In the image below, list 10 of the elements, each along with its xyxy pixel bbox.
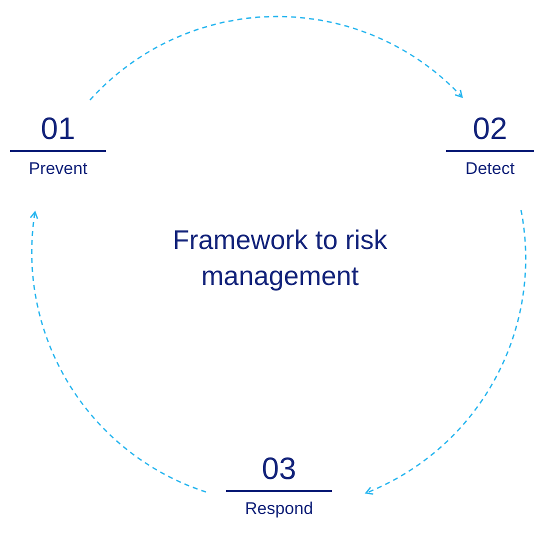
diagram-title: Framework to risk management bbox=[172, 224, 388, 293]
step-label: Respond bbox=[244, 498, 314, 520]
step-number: 03 bbox=[226, 450, 332, 492]
dashed-arrow bbox=[90, 16, 463, 100]
dashed-arrow bbox=[30, 211, 206, 493]
step-number: 01 bbox=[10, 110, 106, 152]
step-label: Prevent bbox=[28, 158, 88, 180]
dashed-arrow bbox=[365, 210, 526, 494]
step-label: Detect bbox=[465, 158, 515, 180]
step-number: 02 bbox=[446, 110, 534, 152]
